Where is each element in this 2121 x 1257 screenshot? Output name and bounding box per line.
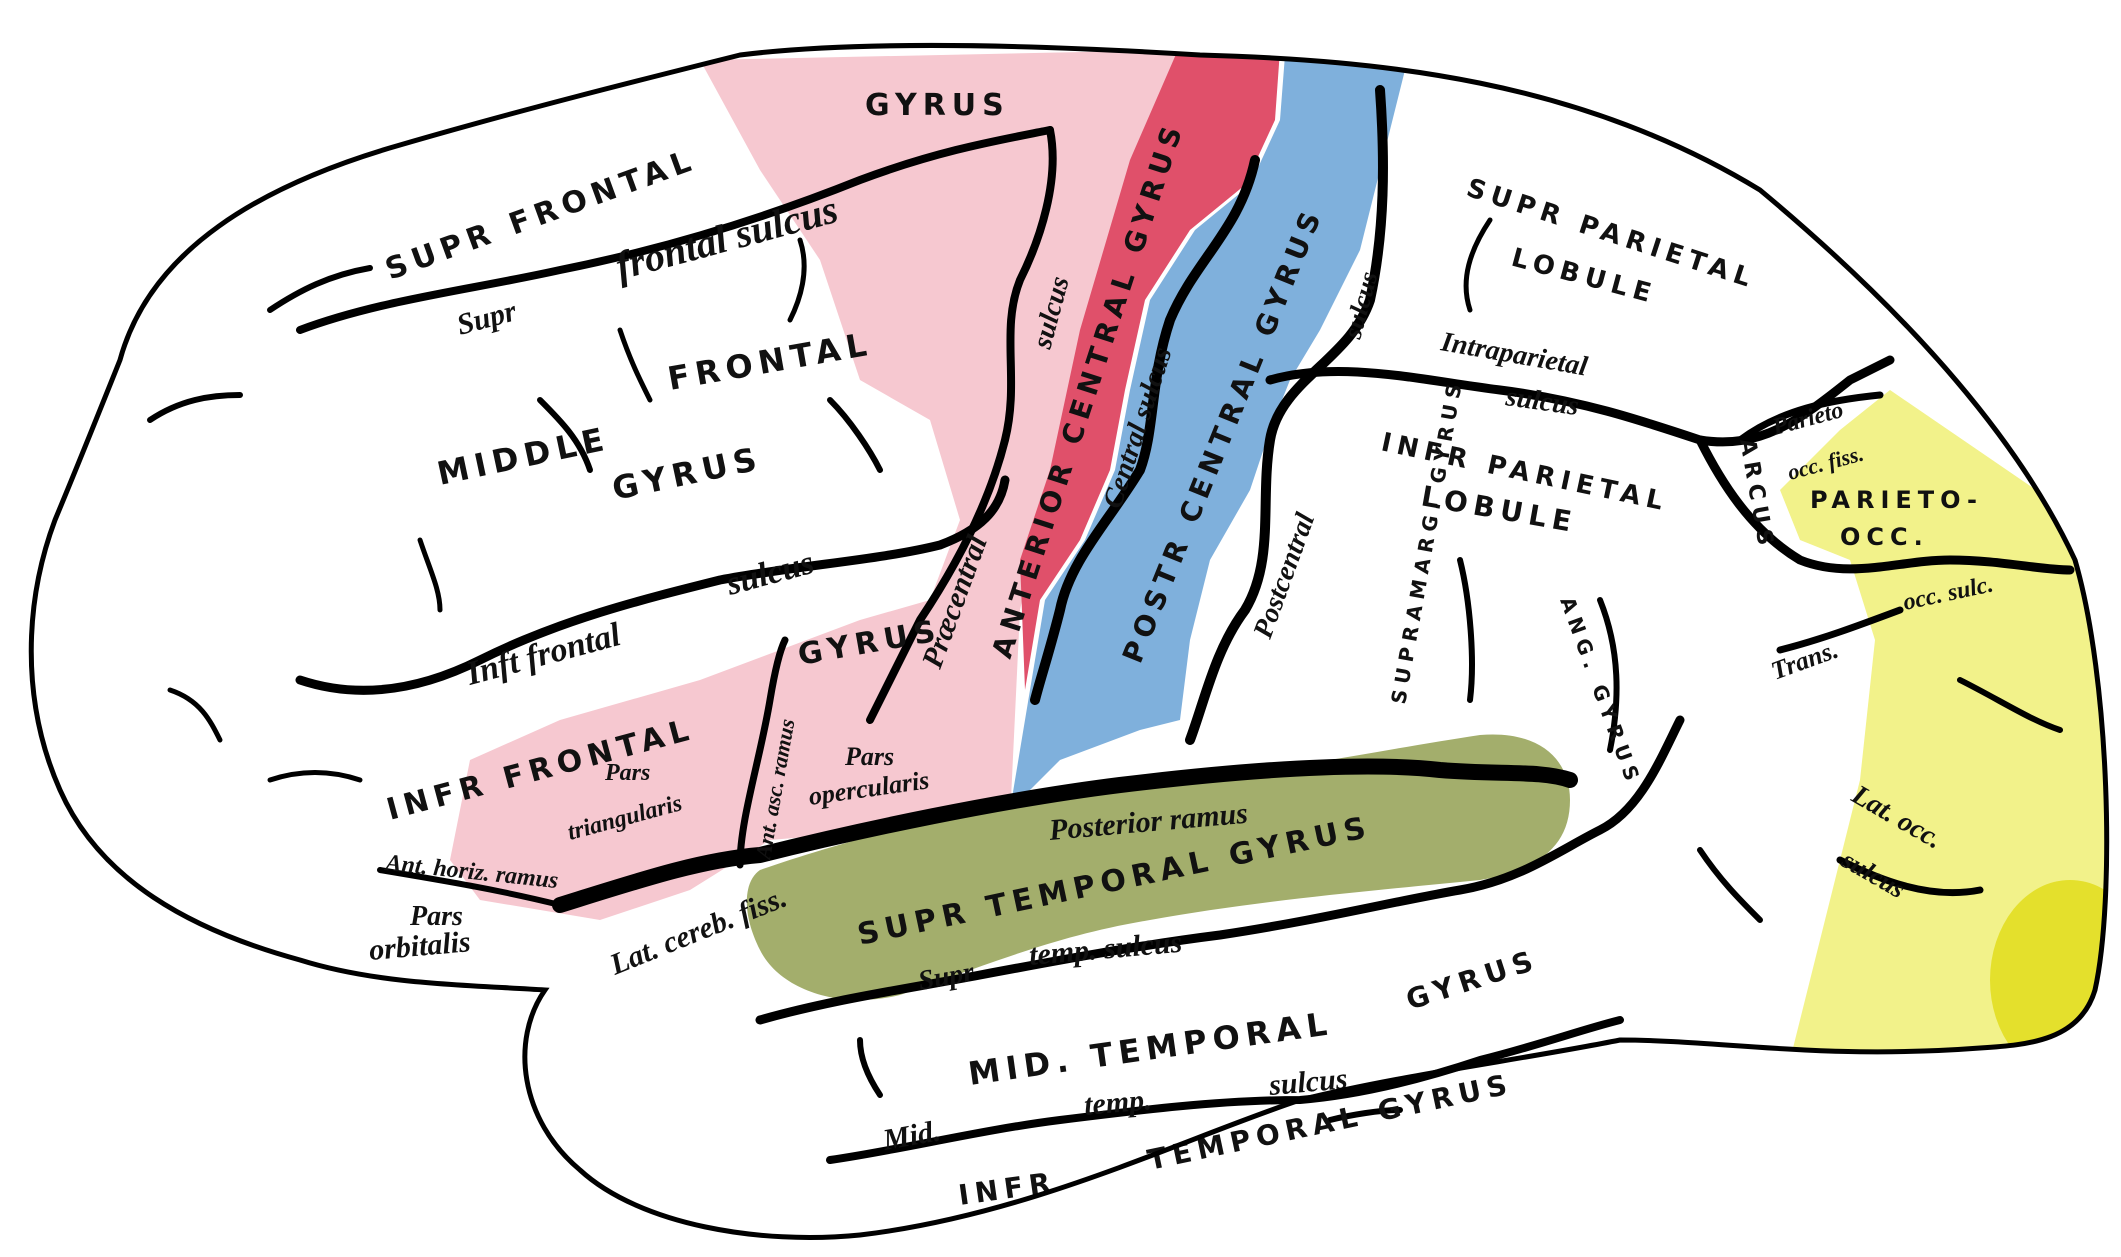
label-parieto-occ-a: PARIETO- bbox=[1810, 486, 1983, 514]
label-parieto-occ-b: OCC. bbox=[1840, 523, 1929, 551]
label-pars-tri-a: Pars bbox=[604, 760, 650, 786]
label-mid-temp-sulcus-b: temp. bbox=[1083, 1083, 1153, 1122]
label-pars-operc-a: Pars bbox=[844, 742, 894, 771]
label-gyrus-top: GYRUS bbox=[865, 88, 1010, 123]
